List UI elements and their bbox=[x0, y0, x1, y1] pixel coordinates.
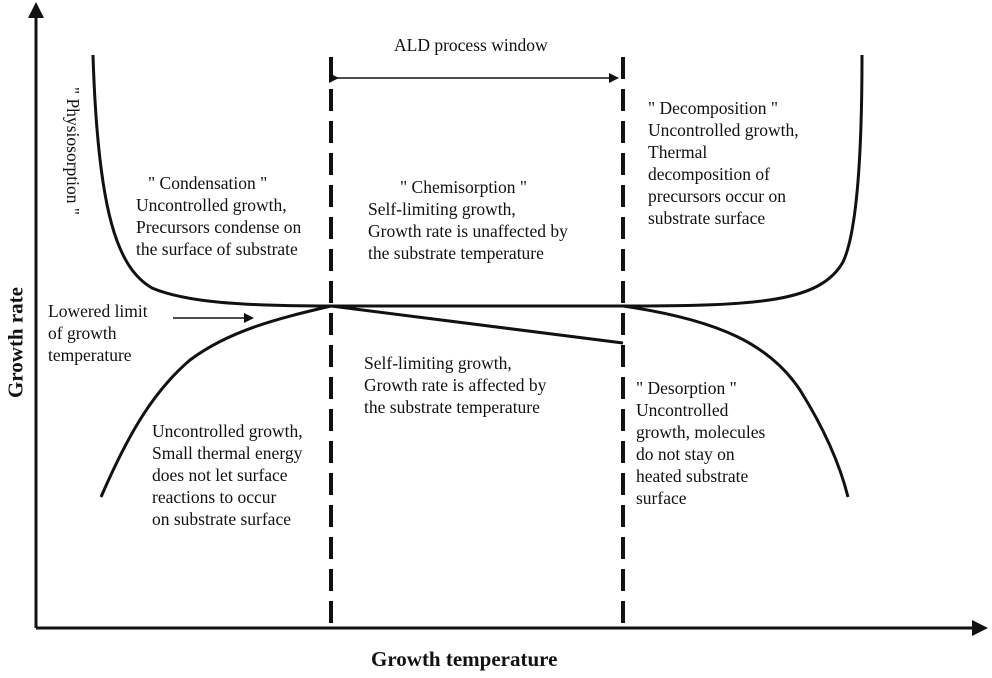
lowered-limit-text: Lowered limit of growth temperature bbox=[48, 300, 148, 366]
desorption-line: do not stay on bbox=[636, 444, 735, 464]
decomposition-line: precursors occur on bbox=[648, 186, 787, 206]
condensation-title: " Condensation " bbox=[148, 173, 268, 193]
low-energy-line: does not let surface bbox=[152, 465, 288, 485]
y-axis-arrow bbox=[28, 2, 44, 18]
low-energy-line: on substrate surface bbox=[152, 509, 291, 529]
self-limiting-affected-line: Growth rate is affected by bbox=[364, 375, 547, 395]
lowered-limit-line: Lowered limit bbox=[48, 301, 148, 321]
desorption-line: Uncontrolled bbox=[636, 400, 729, 420]
low-energy-line: reactions to occur bbox=[152, 487, 277, 507]
desorption-line: heated substrate bbox=[636, 466, 749, 486]
condensation-text: " Condensation " Uncontrolled growth, Pr… bbox=[136, 172, 301, 260]
desorption-line: growth, molecules bbox=[636, 422, 766, 442]
decomposition-title: " Decomposition " bbox=[648, 98, 778, 118]
condensation-line: Uncontrolled growth, bbox=[136, 195, 287, 215]
upper-curve bbox=[91, 54, 864, 308]
decomposition-line: Thermal bbox=[648, 142, 708, 162]
condensation-line: the surface of substrate bbox=[136, 239, 298, 259]
chemisorption-text: " Chemisorption " Self-limiting growth, … bbox=[368, 176, 568, 264]
self-limiting-affected-line: the substrate temperature bbox=[364, 397, 540, 417]
decomposition-line: substrate surface bbox=[648, 208, 766, 228]
decomposition-line: Uncontrolled growth, bbox=[648, 120, 799, 140]
low-energy-text: Uncontrolled growth, Small thermal energ… bbox=[152, 420, 303, 530]
chemisorption-line: Growth rate is unaffected by bbox=[368, 221, 568, 241]
desorption-curve bbox=[622, 304, 850, 498]
chemisorption-line: the substrate temperature bbox=[368, 243, 544, 263]
x-axis-arrow bbox=[972, 620, 988, 636]
condensation-line: Precursors condense on bbox=[136, 217, 302, 237]
chemisorption-title: " Chemisorption " bbox=[400, 177, 528, 197]
decomposition-line: decomposition of bbox=[648, 164, 770, 184]
self-limiting-affected-line: Self-limiting growth, bbox=[364, 353, 512, 373]
self-limiting-affected-text: Self-limiting growth, Growth rate is aff… bbox=[364, 352, 546, 418]
lower-curve bbox=[99, 304, 332, 498]
desorption-line: surface bbox=[636, 488, 687, 508]
physisorption-label: " Physiosorption " bbox=[63, 86, 83, 216]
decomposition-text: " Decomposition " Uncontrolled growth, T… bbox=[648, 97, 799, 229]
y-axis-title: Growth rate bbox=[3, 287, 28, 398]
sloped-growth-line bbox=[330, 304, 624, 345]
lowered-limit-line: temperature bbox=[48, 345, 132, 365]
ald-window-label: ALD process window bbox=[394, 35, 548, 55]
lowered-limit-line: of growth bbox=[48, 323, 117, 343]
low-energy-line: Uncontrolled growth, bbox=[152, 421, 303, 441]
desorption-title: " Desorption " bbox=[636, 378, 737, 398]
chemisorption-line: Self-limiting growth, bbox=[368, 199, 516, 219]
desorption-text: " Desorption " Uncontrolled growth, mole… bbox=[636, 377, 765, 509]
x-axis-title: Growth temperature bbox=[371, 647, 558, 671]
low-energy-line: Small thermal energy bbox=[152, 443, 303, 463]
